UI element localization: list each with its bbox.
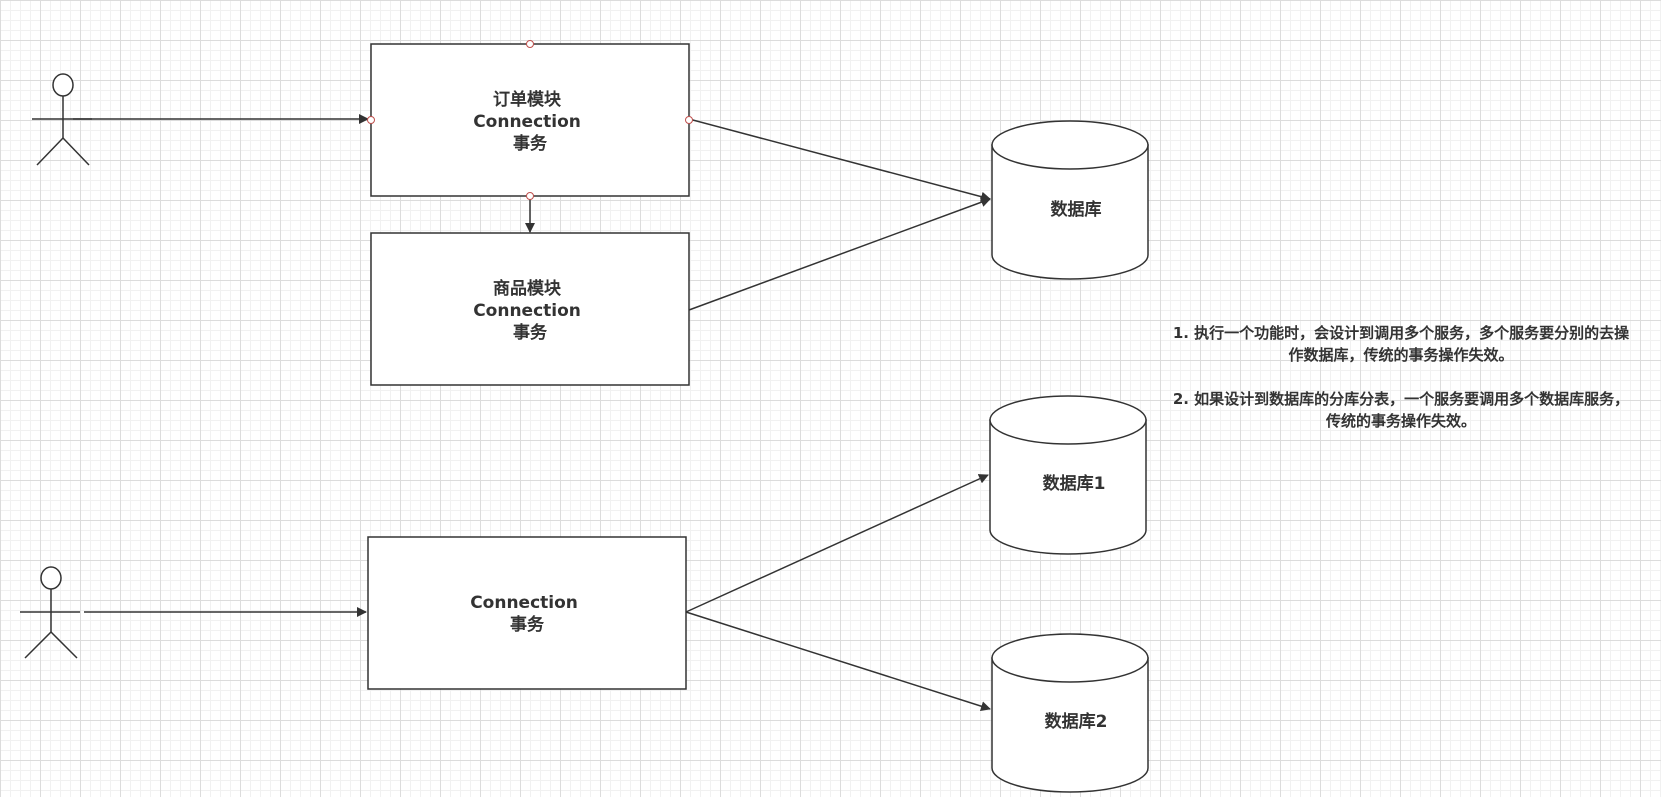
- notes-text: 1. 执行一个功能时，会设计到调用多个服务，多个服务要分别的去操作数据库，传统的…: [1172, 324, 1630, 430]
- goods-module-rect: [370, 232, 690, 386]
- actor-top-left-leg: [36, 137, 64, 166]
- actor-bottom-head: [40, 566, 62, 590]
- actor-bottom-left-leg: [24, 631, 52, 659]
- database-1-body: [989, 419, 1147, 555]
- order-module-transaction: 事务: [513, 133, 548, 154]
- database-main[interactable]: 数据库: [991, 120, 1149, 280]
- arrow-connection-to-db2[interactable]: [685, 611, 991, 712]
- order-module-handle-bottom[interactable]: [526, 192, 534, 200]
- actor-top[interactable]: [32, 73, 92, 166]
- database-1-label: 数据库1: [1043, 473, 1106, 494]
- database-main-label: 数据库: [1051, 199, 1102, 220]
- goods-module-transaction: 事务: [513, 322, 548, 343]
- connection-rect: [367, 536, 687, 690]
- goods-module-box[interactable]: 商品模块 Connection 事务: [370, 232, 690, 386]
- order-module-title: 订单模块: [493, 89, 562, 110]
- order-module-handle-top[interactable]: [526, 40, 534, 48]
- arrow-order-to-db[interactable]: [688, 118, 991, 202]
- database-2[interactable]: 数据库2: [991, 633, 1149, 793]
- connection-label: Connection: [470, 593, 578, 613]
- connection-box[interactable]: Connection 事务: [367, 536, 687, 690]
- actor-bottom-right-leg: [50, 631, 78, 659]
- database-1[interactable]: 数据库1: [989, 395, 1147, 555]
- arrow-connection-to-db1[interactable]: [685, 474, 989, 613]
- database-main-top: [991, 120, 1149, 170]
- connection-transaction: 事务: [510, 614, 545, 635]
- database-2-label: 数据库2: [1045, 711, 1108, 732]
- svg-text:商品模块 Connection 事务: 商品模块 Connection 事务: [473, 278, 587, 343]
- order-module-box[interactable]: 订单模块 Connection 事务: [367, 40, 693, 200]
- order-module-connection: Connection: [473, 112, 581, 132]
- svg-text:订单模块 Connection 事务: 订单模块 Connection 事务: [473, 89, 587, 154]
- database-main-body: [991, 144, 1149, 280]
- order-module-handle-left[interactable]: [367, 116, 375, 124]
- goods-module-connection: Connection: [473, 301, 581, 321]
- actor-top-right-leg: [62, 137, 90, 166]
- actor-bottom[interactable]: [20, 566, 80, 659]
- database-1-top: [989, 395, 1147, 445]
- database-2-top: [991, 633, 1149, 683]
- database-2-body: [991, 657, 1149, 793]
- order-module-handle-right[interactable]: [685, 116, 693, 124]
- actor-top-head: [52, 73, 74, 97]
- svg-text:Connection 事务: Connection 事务: [470, 593, 584, 635]
- goods-module-title: 商品模块: [493, 278, 562, 299]
- arrow-goods-to-db[interactable]: [688, 197, 991, 311]
